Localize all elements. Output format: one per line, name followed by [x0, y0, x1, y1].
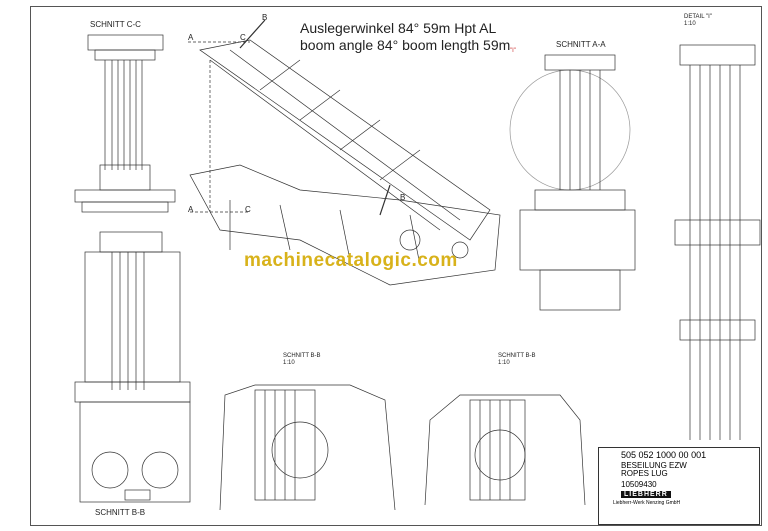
section-mark-a: A — [188, 33, 194, 42]
title-block: 505 052 1000 00 001 BESEILUNG EZW ROPES … — [598, 447, 760, 525]
section-bb-main-drawing — [74, 231, 191, 503]
part-name-en: ROPES LUG — [621, 469, 668, 478]
part-name-de: BESEILUNG EZW — [621, 461, 687, 470]
drawing-title-de: Auslegerwinkel 84° 59m Hpt AL — [300, 20, 497, 36]
section-mark-c-lower: C — [245, 205, 251, 214]
drawing-number: 505 052 1000 00 001 — [621, 450, 707, 460]
label-schnitt-aa: SCHNITT A-A — [556, 40, 606, 49]
section-mark-a-lower: A — [188, 205, 194, 214]
section-mark-b: B — [262, 13, 268, 22]
label-schnitt-bb-main: SCHNITT B-B — [95, 508, 146, 517]
section-bb-2-drawing — [424, 394, 586, 506]
label-schnitt-bb-2-scale: 1:10 — [498, 360, 510, 366]
section-aa-drawing — [519, 54, 636, 311]
label-schnitt-bb-1-scale: 1:10 — [283, 360, 295, 366]
label-schnitt-bb-1: SCHNITT B-B — [283, 353, 321, 359]
section-cc-drawing — [74, 34, 176, 213]
drawing-title-en: boom angle 84° boom length 59m — [300, 37, 511, 53]
company-name: Liebherr-Werk Nenzing GmbH — [613, 500, 681, 506]
liebherr-logo: LIEBHERR — [621, 491, 671, 498]
label-schnitt-cc: SCHNITT C-C — [90, 20, 141, 29]
watermark: machinecatalogic.com — [244, 250, 458, 271]
detail-i-drawing — [674, 44, 761, 440]
drawing-sheet — [30, 6, 762, 526]
id-number: 10509430 — [621, 480, 657, 489]
section-mark-c: C — [240, 33, 246, 42]
boom-drawing — [188, 19, 501, 286]
label-detail-i-scale: 1:10 — [684, 21, 696, 27]
label-detail-i: DETAIL "I" — [684, 14, 712, 20]
section-mark-b-lower: B — [400, 193, 406, 202]
detail-marker: "I" — [510, 48, 516, 54]
label-schnitt-bb-2: SCHNITT B-B — [498, 353, 536, 359]
section-bb-1-drawing — [219, 384, 396, 511]
